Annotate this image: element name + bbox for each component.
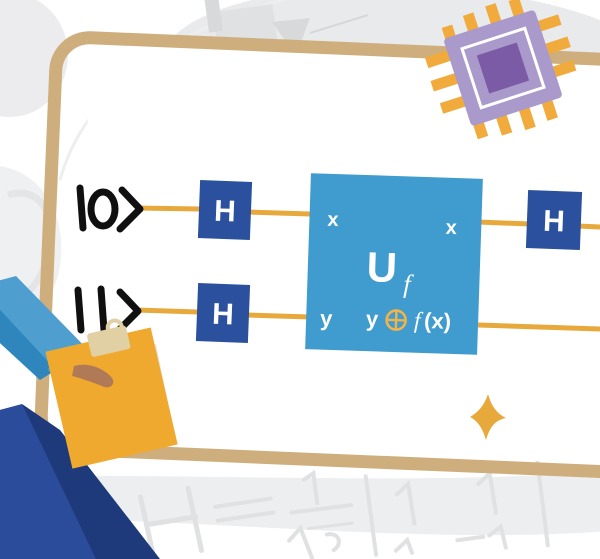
h-gate-bottom-left[interactable]: H bbox=[195, 283, 251, 343]
oracle-symbol-U: U bbox=[366, 243, 398, 291]
formula-bracket-left bbox=[363, 474, 379, 557]
person-thumb bbox=[72, 364, 114, 388]
oracle-input-x-label: x bbox=[327, 209, 339, 231]
oracle-input-y-label: y bbox=[320, 306, 334, 331]
oracle-xor-icon bbox=[385, 309, 407, 331]
qubit-1-wire-seg1 bbox=[135, 307, 199, 315]
h-gate-label: H bbox=[213, 195, 236, 229]
oracle-uf-box[interactable] bbox=[305, 173, 483, 355]
h-gate-top-right[interactable]: H bbox=[525, 189, 583, 251]
whiteboard-frame[interactable] bbox=[34, 31, 600, 479]
clipboard[interactable] bbox=[42, 313, 178, 469]
h-gate-top-left[interactable]: H bbox=[197, 180, 253, 240]
oracle-output-y-label: y bbox=[366, 306, 380, 331]
clipboard-clip-ring bbox=[105, 318, 124, 337]
hadamard-matrix-formula bbox=[137, 456, 550, 559]
backdrop-device-wing bbox=[272, 18, 310, 56]
formula-equals bbox=[213, 496, 276, 523]
oracle-output-fx-label: f bbox=[414, 308, 425, 333]
qubit-0-wire-seg1 bbox=[135, 205, 201, 212]
backdrop-device-stem bbox=[203, 0, 223, 33]
oracle-symbol-f-subscript: f bbox=[403, 269, 415, 298]
chip-outline-ring bbox=[460, 26, 546, 110]
h-gate-label: H bbox=[542, 205, 565, 239]
qubit-1-wire-seg3 bbox=[477, 322, 600, 332]
qubit-0-wire-seg4 bbox=[577, 223, 600, 230]
oracle-output-x-label: x bbox=[445, 217, 457, 239]
qubit-0-wire-seg2 bbox=[247, 209, 311, 217]
chip-core bbox=[476, 42, 530, 94]
qubit-0-wire-seg3 bbox=[477, 219, 531, 227]
ket-1-label bbox=[74, 285, 142, 335]
formula-fraction bbox=[287, 469, 354, 559]
sparkle-star-icon bbox=[470, 394, 506, 440]
qubit-1-wire-seg2 bbox=[246, 312, 311, 320]
person-sleeve-shadow bbox=[0, 309, 56, 380]
formula-h bbox=[137, 485, 205, 559]
h-gate-label: H bbox=[211, 298, 234, 332]
oracle-output-fx-args: (x) bbox=[424, 308, 452, 334]
microchip-icon[interactable] bbox=[414, 0, 591, 153]
person-body-shadow bbox=[22, 404, 160, 559]
ket-0-label bbox=[76, 184, 144, 233]
